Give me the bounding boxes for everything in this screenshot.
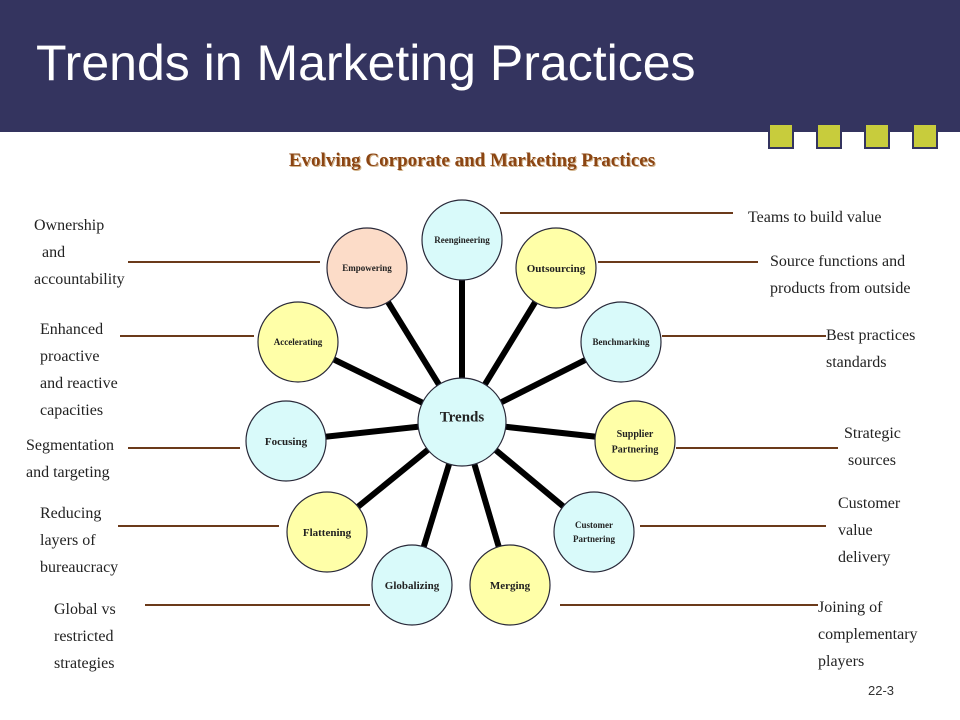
accent-square-1 <box>768 123 794 149</box>
trend-note-11: Ownership and accountability <box>34 217 125 288</box>
trend-note-8: Reducing layers of bureaucracy <box>40 505 119 576</box>
page-number: 22-3 <box>868 683 895 698</box>
trend-node-1 <box>421 199 503 281</box>
trend-node-7 <box>371 544 453 626</box>
trend-node-label-9: Focusing <box>265 436 308 448</box>
trend-note-10: Enhanced proactive and reactive capaciti… <box>40 321 118 419</box>
trend-note-3: Best practices standards <box>826 327 916 371</box>
trend-node-label-3: Benchmarking <box>592 337 650 347</box>
trend-node-4 <box>594 400 676 482</box>
trend-node-11 <box>326 227 408 309</box>
trend-note-1: Teams to build value <box>748 209 882 226</box>
trend-node-label-8: Flattening <box>303 527 352 539</box>
accent-square-2 <box>816 123 842 149</box>
trend-node-label-10: Accelerating <box>274 337 323 347</box>
slide-title: Trends in Marketing Practices <box>36 35 696 91</box>
center-node-label: Trends <box>440 409 485 425</box>
trend-note-5: Customer value delivery <box>838 495 901 566</box>
accent-square-3 <box>864 123 890 149</box>
trend-node-label-11: Empowering <box>342 263 392 273</box>
trend-node-10 <box>257 301 339 383</box>
trend-node-2 <box>515 227 597 309</box>
trend-node-label-2: Outsourcing <box>527 263 586 275</box>
trend-node-9 <box>245 400 327 482</box>
trend-node-3 <box>580 301 662 383</box>
trend-note-2: Source functions and products from outsi… <box>770 253 911 297</box>
center-node <box>417 377 507 467</box>
trend-note-9: Segmentation and targeting <box>26 437 114 481</box>
accent-square-4 <box>912 123 938 149</box>
trend-node-6 <box>469 544 551 626</box>
trend-node-5 <box>553 491 635 573</box>
diagram-subtitle: Evolving Corporate and Marketing Practic… <box>288 150 656 171</box>
trend-node-8 <box>286 491 368 573</box>
trend-node-label-6: Merging <box>490 580 531 592</box>
trend-note-6: Joining of complementary players <box>818 599 918 670</box>
trend-note-7: Global vs restricted strategies <box>54 601 116 672</box>
trend-node-label-1: Reengineering <box>434 235 490 245</box>
title-bar <box>0 0 960 132</box>
trend-node-label-7: Globalizing <box>385 580 440 592</box>
trend-note-4: Strategic sources <box>844 425 901 469</box>
